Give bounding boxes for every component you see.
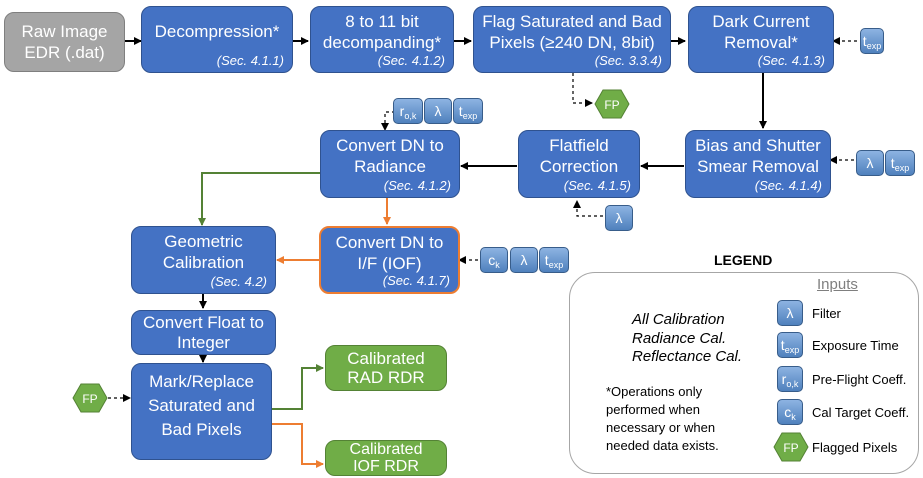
- c-symbol: c: [784, 404, 792, 420]
- dark-current-box: Dark Current Removal* (Sec. 4.1.3): [688, 6, 834, 73]
- radiance-label: Convert DN to Radiance: [336, 136, 444, 176]
- arrow-rad-geo: [198, 172, 320, 226]
- r-subscript: o,k: [786, 379, 799, 389]
- rad-rdr-label: Calibrated RAD RDR: [347, 349, 425, 387]
- legend-box: [569, 272, 919, 474]
- arrow-mark-radrdr: [272, 364, 324, 410]
- decompanding-section: (Sec. 4.1.2): [377, 53, 445, 68]
- texp-chip-iof: texp: [539, 247, 569, 273]
- bias-smear-box: Bias and Shutter Smear Removal (Sec. 4.1…: [685, 130, 831, 198]
- iof-rdr-label: Calibrated IOF RDR: [349, 441, 423, 475]
- raw-image-label: Raw Image EDR (.dat): [21, 22, 108, 62]
- texp-chip-bias: texp: [885, 150, 915, 176]
- texp-symbol: t: [544, 252, 549, 268]
- r-symbol: r: [781, 371, 787, 387]
- c-symbol: c: [488, 252, 496, 268]
- c-chip-iof: ck: [480, 247, 508, 273]
- lambda-symbol: λ: [520, 252, 528, 268]
- fp-hexagon-flag-label: FP: [604, 98, 619, 112]
- radiance-box: Convert DN to Radiance (Sec. 4.1.2): [320, 130, 460, 198]
- lambda-symbol: λ: [786, 305, 794, 321]
- fp-hexagon-mark: FP: [72, 383, 108, 413]
- decompression-section: (Sec. 4.1.1): [216, 53, 284, 68]
- flag-pixels-section: (Sec. 3.3.4): [594, 53, 662, 68]
- decompression-box: Decompression* (Sec. 4.1.1): [141, 6, 293, 73]
- legend-r-chip: ro,k: [777, 366, 803, 392]
- geometric-box: Geometric Calibration (Sec. 4.2): [131, 226, 276, 294]
- decompanding-label: 8 to 11 bit decompanding*: [322, 12, 442, 52]
- texp-symbol: t: [458, 103, 463, 119]
- lambda-chip-radiance: λ: [424, 98, 452, 124]
- fp-hexagon-flag: FP: [594, 89, 630, 119]
- iof-label: Convert DN to I/F (IOF): [335, 233, 444, 273]
- texp-symbol: t: [862, 33, 867, 49]
- dark-current-label: Dark Current Removal*: [712, 12, 810, 52]
- legend-inputs-heading: Inputs: [817, 276, 858, 293]
- iof-rdr-box: Calibrated IOF RDR: [325, 440, 447, 476]
- legend-all-calibration: All Calibration: [632, 311, 725, 328]
- geometric-label: Geometric Calibration: [162, 232, 245, 272]
- r-symbol: r: [399, 103, 405, 119]
- legend-lambda-chip: λ: [777, 300, 803, 326]
- texp-chip-radiance: texp: [453, 98, 483, 124]
- lambda-symbol: λ: [434, 103, 442, 119]
- decompanding-box: 8 to 11 bit decompanding* (Sec. 4.1.2): [310, 6, 454, 73]
- dark-current-section: (Sec. 4.1.3): [757, 53, 825, 68]
- texp-subscript: exp: [866, 41, 882, 51]
- iof-box: Convert DN to I/F (IOF) (Sec. 4.1.7): [319, 226, 460, 294]
- legend-fp-hexagon: FP: [773, 432, 809, 462]
- legend-title: LEGEND: [714, 252, 773, 268]
- lambda-symbol: λ: [866, 155, 874, 171]
- texp-subscript: exp: [548, 260, 564, 270]
- c-subscript: k: [495, 260, 500, 270]
- flatfield-box: Flatfield Correction (Sec. 4.1.5): [518, 130, 640, 198]
- texp-chip-dark: texp: [860, 28, 884, 54]
- r-chip-radiance: ro,k: [393, 98, 423, 124]
- bias-smear-label: Bias and Shutter Smear Removal: [695, 136, 821, 176]
- legend-flagged-pixels: Flagged Pixels: [812, 440, 898, 455]
- legend-c-chip: ck: [777, 399, 803, 425]
- lambda-chip-iof: λ: [510, 247, 538, 273]
- dashed-lambda-flat: [573, 200, 603, 217]
- dashed-flag-fp: [572, 73, 593, 107]
- texp-subscript: exp: [784, 345, 800, 355]
- legend-preflight-coeff: Pre-Flight Coeff.: [812, 372, 907, 387]
- legend-exposure-time: Exposure Time: [812, 338, 899, 353]
- lambda-chip-flat: λ: [605, 205, 633, 231]
- legend-filter: Filter: [812, 306, 841, 321]
- legend-note: *Operations only performed when necessar…: [606, 384, 719, 453]
- flatfield-section: (Sec. 4.1.5): [563, 178, 631, 193]
- raw-image-box: Raw Image EDR (.dat): [4, 12, 125, 72]
- lambda-chip-bias: λ: [856, 150, 884, 176]
- float-to-integer-label: Convert Float to Integer: [143, 313, 264, 352]
- geometric-section: (Sec. 4.2): [210, 274, 267, 289]
- radiance-section: (Sec. 4.1.2): [383, 178, 451, 193]
- bias-smear-section: (Sec. 4.1.4): [754, 178, 822, 193]
- r-subscript: o,k: [404, 111, 417, 121]
- lambda-symbol: λ: [615, 210, 623, 226]
- arrow-mark-iofrdr: [272, 423, 324, 468]
- c-subscript: k: [791, 412, 796, 422]
- texp-subscript: exp: [894, 163, 910, 173]
- flag-pixels-label: Flag Saturated and Bad Pixels (≥240 DN, …: [482, 12, 662, 52]
- legend-fp-label: FP: [783, 441, 798, 455]
- legend-radiance-cal: Radiance Cal.: [632, 330, 727, 347]
- decompression-label: Decompression*: [154, 22, 280, 41]
- texp-symbol: t: [890, 155, 895, 171]
- mark-replace-box: Mark/Replace Saturated and Bad Pixels: [131, 363, 272, 460]
- texp-subscript: exp: [462, 111, 478, 121]
- texp-symbol: t: [780, 337, 785, 353]
- flag-pixels-box: Flag Saturated and Bad Pixels (≥240 DN, …: [473, 6, 671, 73]
- float-to-integer-box: Convert Float to Integer: [131, 310, 276, 355]
- rad-rdr-box: Calibrated RAD RDR: [325, 345, 447, 391]
- legend-texp-chip: texp: [777, 332, 803, 358]
- iof-section: (Sec. 4.1.7): [382, 273, 450, 288]
- legend-reflectance-cal: Reflectance Cal.: [632, 348, 743, 365]
- mark-replace-label: Mark/Replace Saturated and Bad Pixels: [148, 372, 255, 439]
- fp-hexagon-mark-label: FP: [82, 392, 97, 406]
- flatfield-label: Flatfield Correction: [539, 136, 619, 176]
- legend-cal-target-coeff: Cal Target Coeff.: [812, 405, 910, 420]
